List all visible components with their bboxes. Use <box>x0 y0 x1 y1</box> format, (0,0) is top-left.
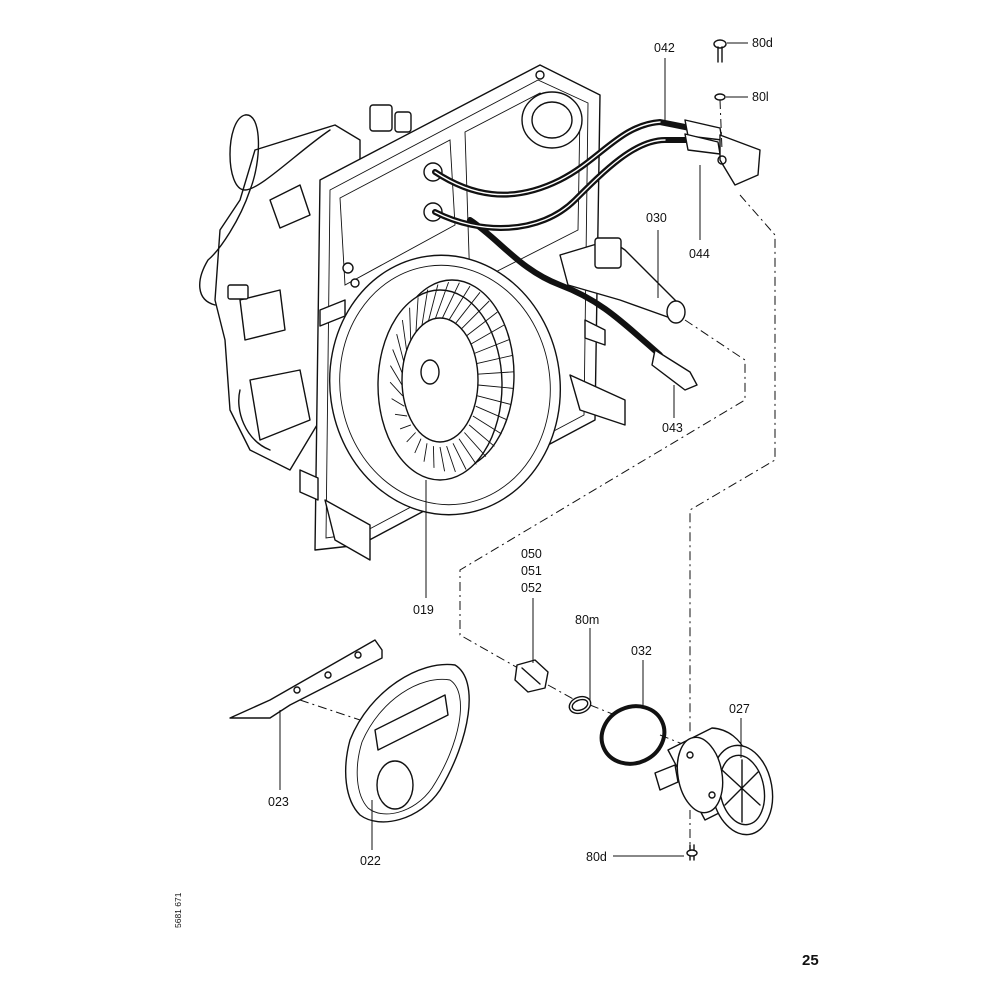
fan-blade <box>406 432 416 443</box>
part-labels: 042 80d 80l 030 044 043 019 050 051 052 … <box>268 36 773 868</box>
fan-blade <box>396 333 405 364</box>
fan-blade <box>399 424 412 430</box>
fan-blade <box>439 282 460 324</box>
fan-blade <box>446 445 456 473</box>
fan-blade <box>468 424 495 447</box>
leader-lines <box>279 42 748 857</box>
mixing-head <box>654 727 774 836</box>
label-80m: 80m <box>575 613 599 627</box>
fan-blade <box>392 349 404 375</box>
o-ring-032 <box>599 704 667 766</box>
label-030: 030 <box>646 211 667 225</box>
fan-blade <box>472 415 502 435</box>
fan-blade <box>432 446 435 468</box>
fan-blade <box>477 371 514 375</box>
o-ring-80m <box>568 695 592 715</box>
label-032: 032 <box>631 644 652 658</box>
fan-blade <box>464 432 487 457</box>
label-051: 051 <box>521 564 542 578</box>
fan-wheel <box>377 279 515 481</box>
burner-housing <box>199 64 601 551</box>
fan-blade <box>477 384 514 389</box>
fan-blade <box>464 311 498 338</box>
washer-80l <box>714 93 726 101</box>
screw-80d-bottom <box>686 844 698 861</box>
label-052: 052 <box>521 581 542 595</box>
fan-blade <box>389 381 403 397</box>
document-number: 5681 671 <box>173 892 183 928</box>
fan-blade <box>452 443 467 470</box>
fan-blade <box>475 354 513 365</box>
label-80l: 80l <box>752 90 769 104</box>
fan-blade <box>423 443 428 462</box>
label-80d-bottom: 80d <box>586 850 607 864</box>
label-050: 050 <box>521 547 542 561</box>
label-027: 027 <box>729 702 750 716</box>
fan-blade <box>477 395 512 406</box>
screw-80d-top <box>713 39 727 63</box>
fan-blade <box>394 413 408 417</box>
fan-blade <box>446 285 471 325</box>
fan-blade <box>452 292 481 327</box>
label-044: 044 <box>689 247 710 261</box>
label-022: 022 <box>360 854 381 868</box>
bracket-023 <box>229 639 383 719</box>
fan-blade <box>401 319 408 355</box>
intake-cover-022 <box>345 663 470 823</box>
fan-blade <box>468 324 505 346</box>
nozzle <box>514 659 549 693</box>
fan-blade <box>475 405 508 421</box>
plate-feet <box>299 299 626 561</box>
ignition-unit <box>559 237 686 324</box>
fan-blade <box>458 438 477 465</box>
fan-blade <box>439 446 446 472</box>
label-80d-top: 80d <box>752 36 773 50</box>
fan-blade <box>458 300 490 332</box>
ignition-cables <box>423 118 761 391</box>
page-number: 25 <box>802 952 819 969</box>
label-042: 042 <box>654 41 675 55</box>
fan-blade <box>472 339 510 355</box>
fan-blade <box>414 438 422 454</box>
fan-blade <box>390 365 403 386</box>
fan-blade <box>426 284 439 327</box>
fan-blade <box>409 307 412 346</box>
fan-blade <box>391 398 405 407</box>
label-043: 043 <box>662 421 683 435</box>
label-019: 019 <box>413 603 434 617</box>
fan-blade <box>432 281 450 325</box>
label-023: 023 <box>268 795 289 809</box>
